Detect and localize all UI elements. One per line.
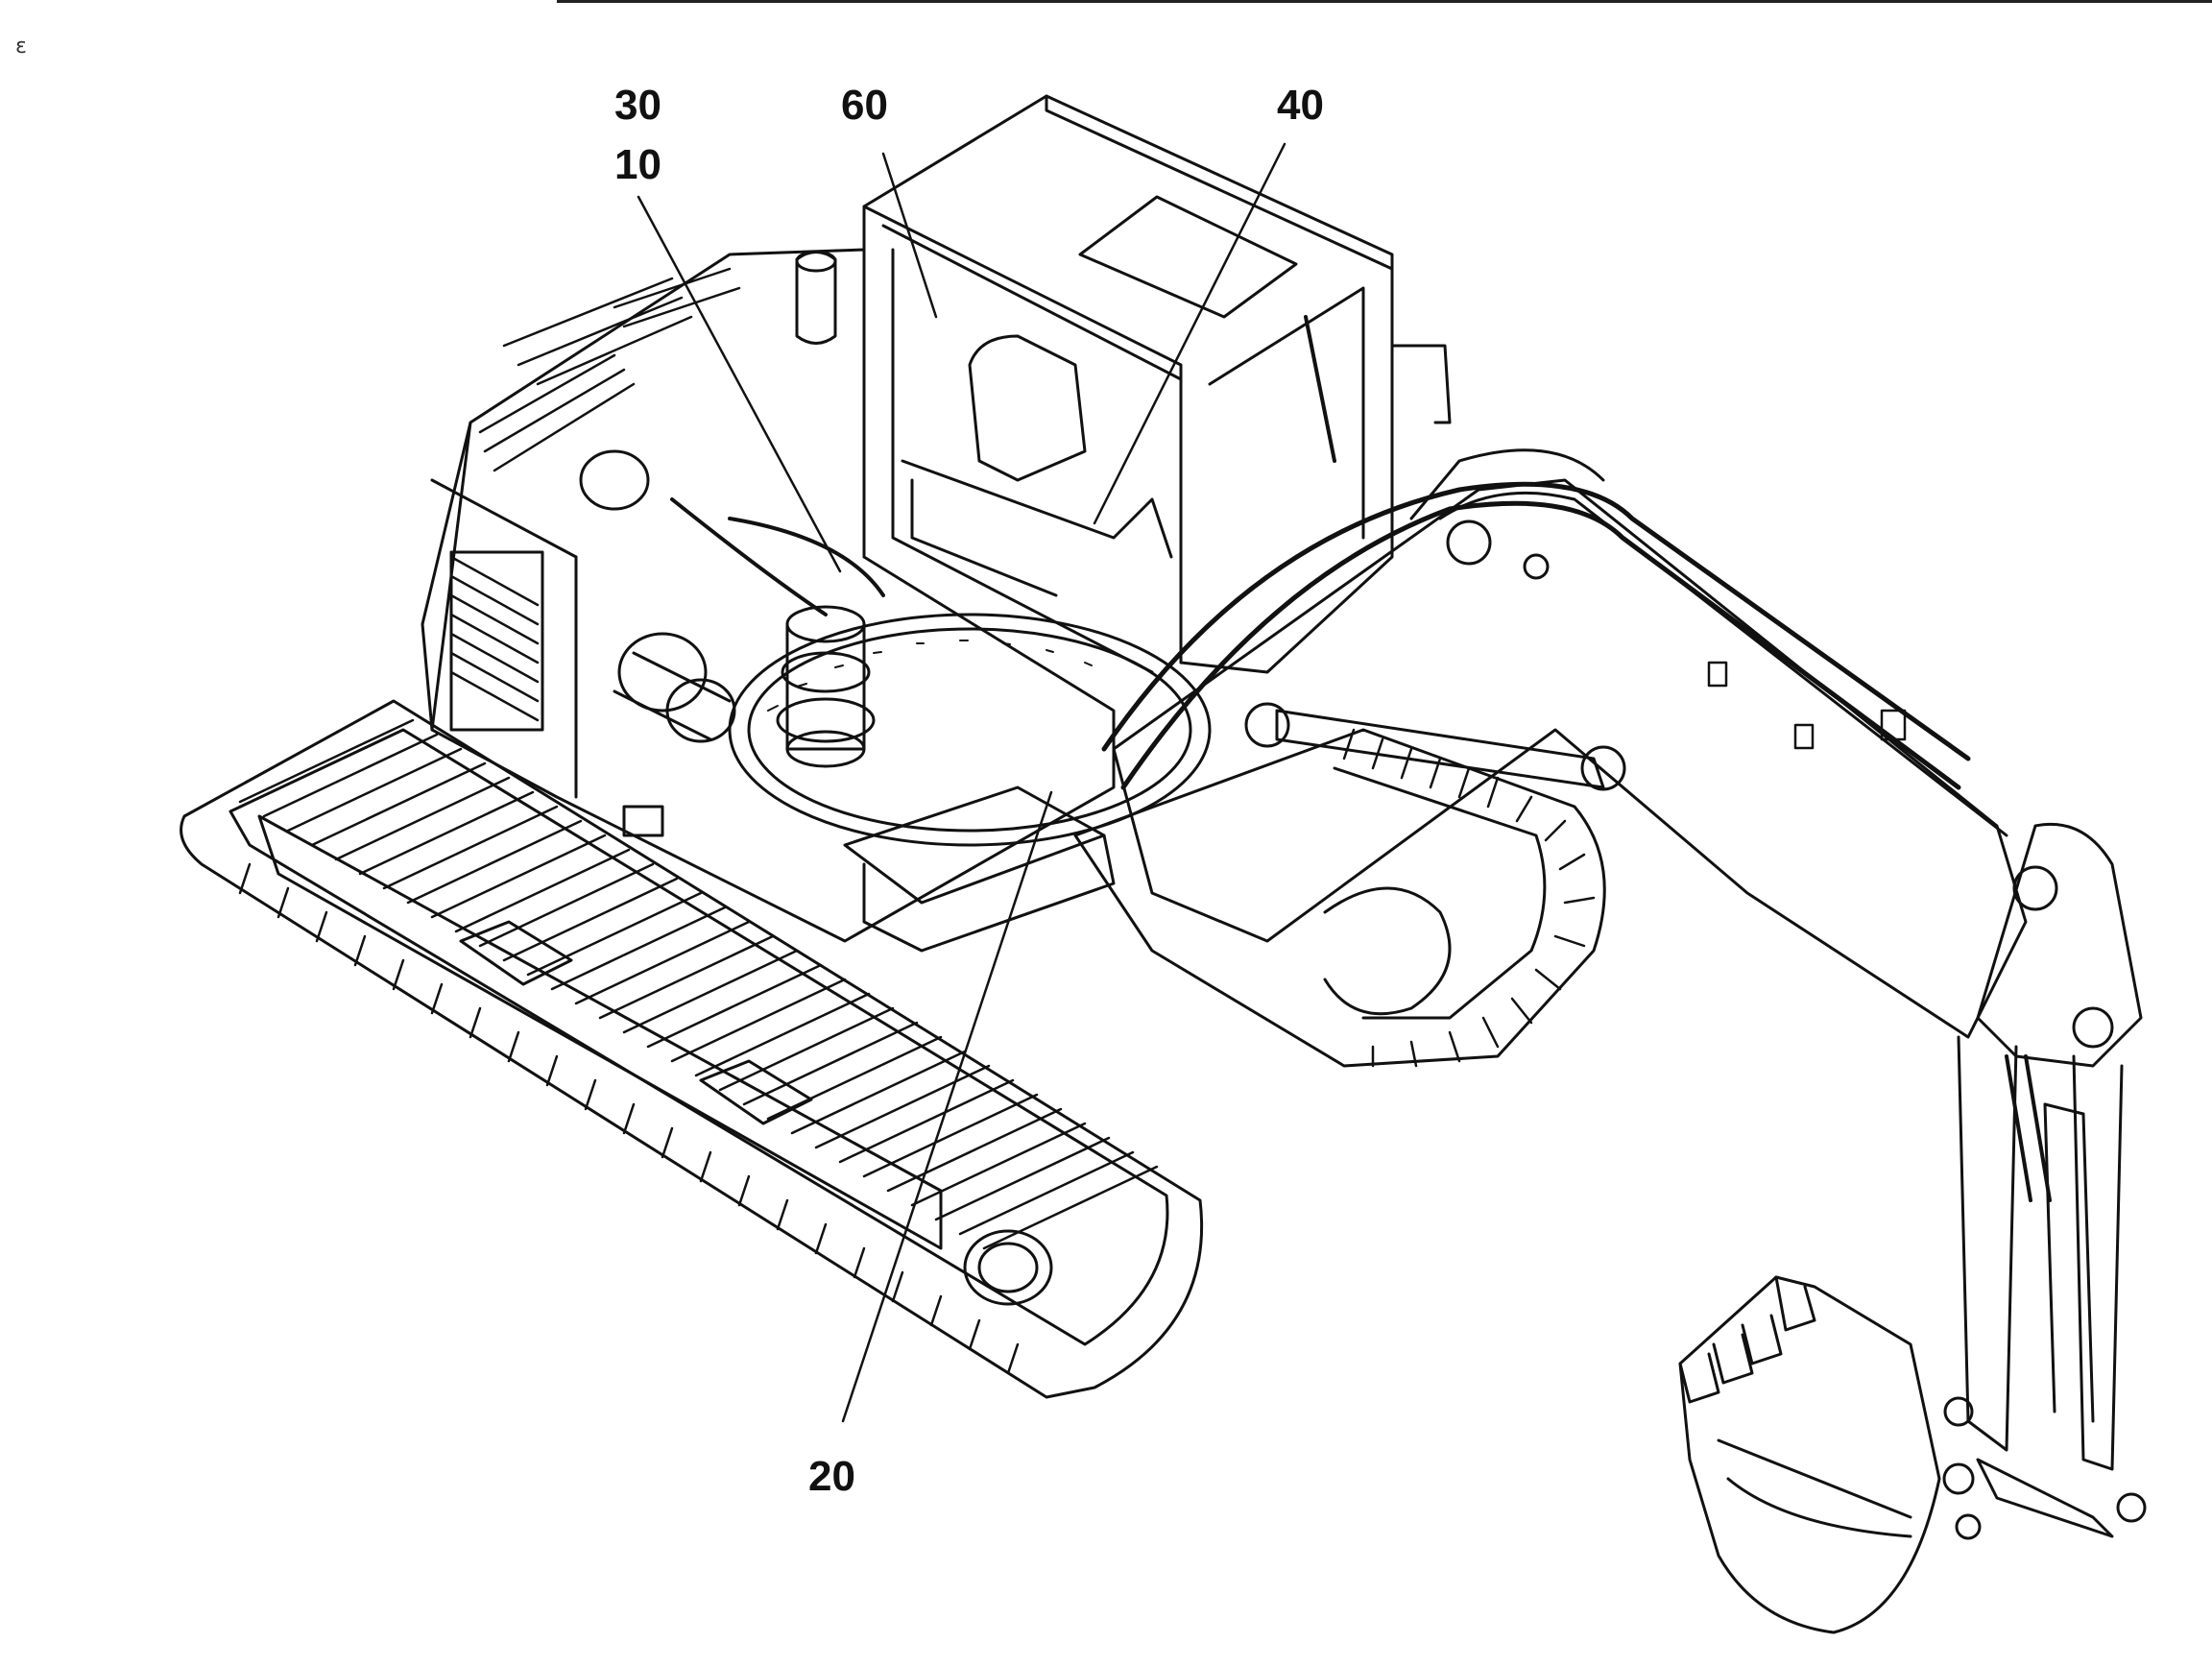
boom <box>1101 448 2028 1039</box>
callout-30: 30 <box>614 82 661 129</box>
callout-10: 10 <box>614 141 661 188</box>
cab <box>862 94 1452 674</box>
arm <box>1943 822 2147 1538</box>
bucket <box>1678 1275 1982 1634</box>
callout-60: 60 <box>841 82 888 129</box>
scan-mark: ɛ <box>15 35 27 59</box>
upper-structure <box>421 248 1116 943</box>
leader-lines <box>637 142 1286 1423</box>
callout-40: 40 <box>1277 82 1324 129</box>
right-track <box>1073 728 1606 1068</box>
undercarriage <box>728 613 1212 953</box>
top-border-rule <box>557 0 2212 3</box>
callout-20: 20 <box>808 1453 855 1500</box>
left-track <box>180 699 1204 1399</box>
